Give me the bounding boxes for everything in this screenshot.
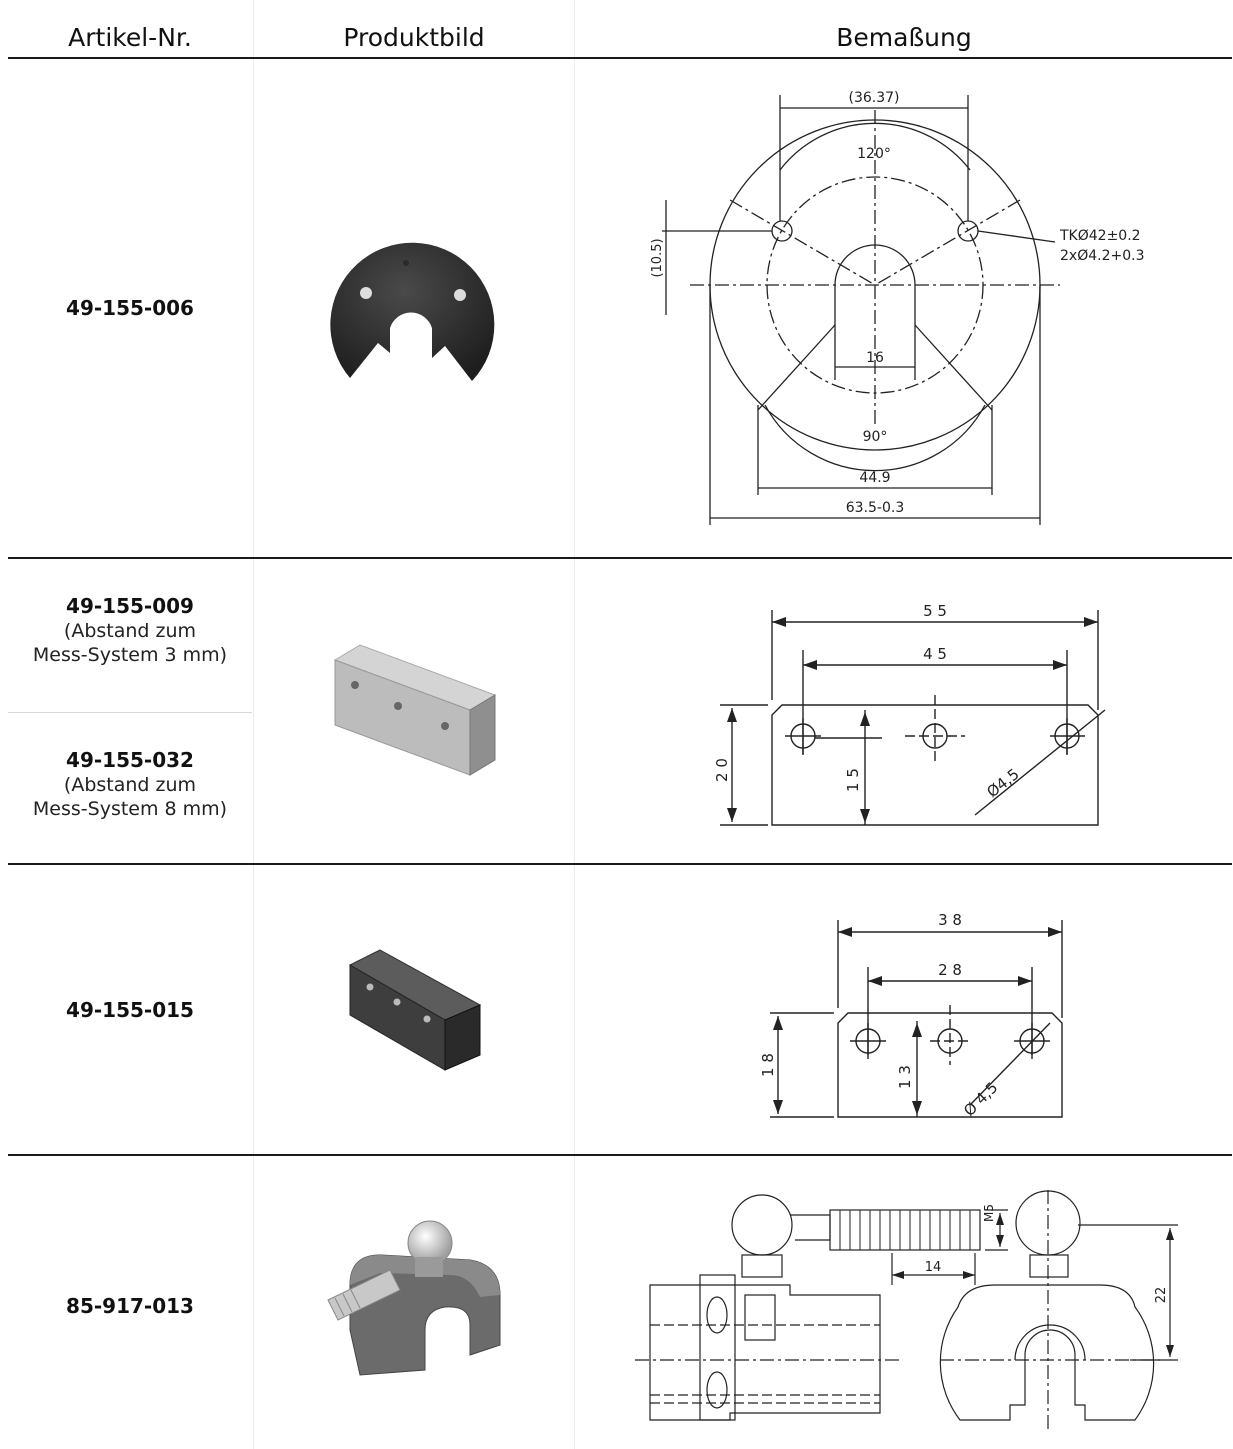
dim-hole-height: 1 5 [844, 768, 862, 792]
article-number: 49-155-006 [66, 296, 194, 320]
dim-angle-90: 90° [863, 429, 888, 445]
dim-length: 14 [925, 1260, 942, 1275]
dim-thread: M5 [982, 1204, 996, 1222]
article-note: Mess-System 8 mm) [32, 798, 228, 820]
row-divider [8, 863, 1232, 865]
dim-width-inner: 44.9 [859, 470, 890, 486]
sub-row-divider [8, 712, 252, 713]
drawing-spacer-block-55: 5 5 4 5 2 0 1 5 Ø4,5 [713, 602, 1106, 826]
drawing-ball-joint-clamp: M5 14 22 [635, 1190, 1178, 1430]
product-image-ball-joint-clamp [327, 1220, 501, 1376]
dim-diameter: 63.5-0.3 [846, 500, 905, 516]
article-block: 49-155-009 (Abstand zum Mess-System 3 mm… [8, 594, 252, 667]
dim-angle-120: 120° [857, 146, 891, 162]
dim-holes: 2xØ4.2+0.3 [1060, 248, 1144, 264]
header-product-image: Produktbild [343, 23, 485, 52]
dim-hole-height: 1 3 [896, 1065, 914, 1089]
dim-height: 2 0 [713, 758, 731, 782]
article-number: 49-155-009 [66, 594, 194, 618]
article-number: 49-155-032 [66, 748, 194, 772]
article-note: (Abstand zum [63, 774, 197, 796]
article-note: (Abstand zum [63, 620, 197, 642]
column-separator [574, 0, 575, 1449]
product-image-adapter-disc [330, 242, 495, 381]
header-article-number: Artikel-Nr. [68, 23, 192, 52]
dim-hole-pitch: 4 5 [923, 645, 947, 663]
dim-hole-diameter: Ø4,5 [983, 765, 1022, 801]
article-number: 85-917-013 [66, 1294, 194, 1318]
dim-bolt-circle: TKØ42±0.2 [1059, 228, 1141, 244]
header-dimensions: Bemaßung [836, 23, 972, 52]
drawing-spacer-block-38: 3 8 2 8 1 8 1 3 Ø 4,5 [760, 911, 1063, 1120]
header-divider [8, 57, 1232, 59]
row-divider [8, 557, 1232, 559]
article-block: 49-155-032 (Abstand zum Mess-System 8 mm… [8, 748, 252, 821]
product-image-spacer-block-dark [348, 949, 482, 1071]
dim-height: 22 [1154, 1287, 1169, 1304]
dim-total-length: 5 5 [923, 602, 947, 620]
row-divider [8, 1154, 1232, 1156]
dim-offset: (10.5) [650, 238, 665, 277]
dim-slot: 16 [866, 350, 884, 366]
article-number: 49-155-015 [66, 998, 194, 1022]
dim-total-length: 3 8 [938, 911, 962, 929]
drawing-adapter-disc: (36.37) 120° (10.5) TKØ42±0.2 2xØ4.2+0.3… [650, 90, 1144, 525]
column-separator [253, 0, 254, 1449]
dim-height: 1 8 [760, 1053, 777, 1077]
dim-hole-diameter: Ø 4,5 [960, 1079, 1001, 1120]
product-image-spacer-block-grey [333, 644, 497, 776]
dim-hole-spacing: (36.37) [848, 90, 899, 106]
dim-hole-pitch: 2 8 [938, 961, 962, 979]
article-note: Mess-System 3 mm) [32, 644, 228, 666]
